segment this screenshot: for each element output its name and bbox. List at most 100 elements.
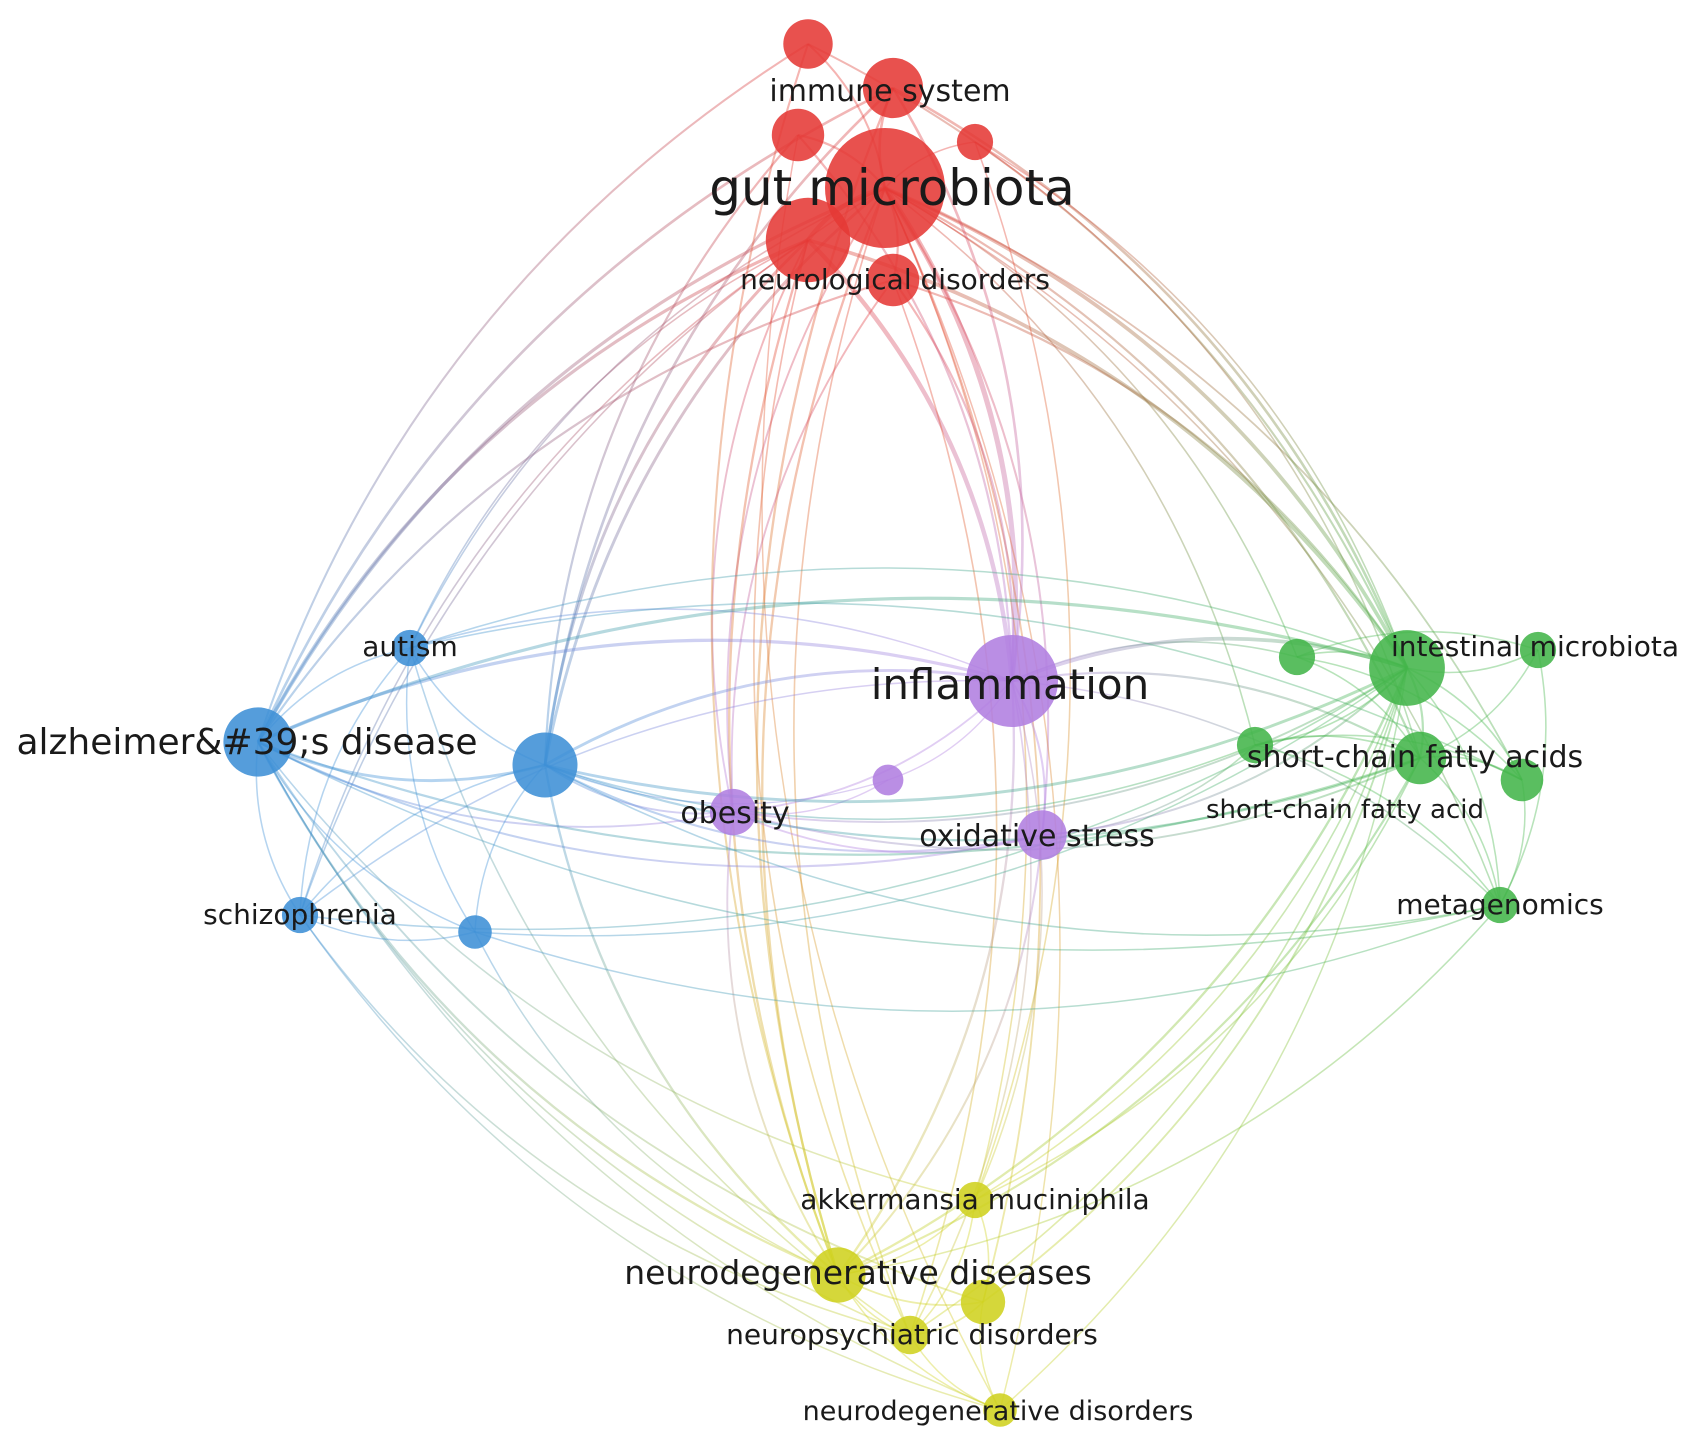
- edge-blue-hub-short-chain-fatty-acids: [544, 756, 1421, 842]
- node-neurodegenerative-diseases[interactable]: [810, 1247, 866, 1303]
- edge-oxidative-stress-short-chain-fatty-acid: [1041, 744, 1256, 836]
- label-short-chain-fatty-acid: short-chain fatty acid: [1206, 795, 1484, 825]
- node-blue-hub[interactable]: [512, 732, 578, 798]
- label-intestinal-microbiota: intestinal microbiota: [1391, 630, 1679, 663]
- node-short-chain-fatty-acid[interactable]: [1236, 726, 1274, 764]
- edge-inflammation-akkermansia-muciniphila: [974, 680, 1043, 1201]
- node-purple-small[interactable]: [872, 764, 904, 796]
- edge-gut-microbiota-neuropsychiatric-disorders: [793, 187, 911, 1336]
- edge-red-hub-2-neuropsychiatric-disorders: [753, 239, 911, 1336]
- node-red-small-2[interactable]: [771, 108, 825, 162]
- edge-autism-blue-small: [405, 647, 476, 933]
- edge-obesity-neurodegenerative-diseases: [726, 811, 839, 1276]
- edge-alzheimers-disease-neurodegenerative-disorders: [257, 741, 1001, 1411]
- edge-obesity-short-chain-fatty-acids: [732, 757, 1421, 851]
- edge-neurological-disorders-intestinal-microbiota: [892, 278, 1408, 669]
- node-obesity[interactable]: [709, 788, 757, 836]
- network-labels: gut microbiota immune system neurological …: [16, 74, 1679, 1427]
- edge-oxidative-stress-blue-hub: [544, 764, 1043, 853]
- node-yellow-small[interactable]: [960, 1279, 1006, 1325]
- node-blue-small[interactable]: [458, 915, 492, 949]
- label-autism: autism: [362, 630, 458, 663]
- node-green-small-1[interactable]: [1278, 638, 1316, 676]
- edge-gut-microbiota-green-small-1: [884, 187, 1298, 658]
- edge-red-small-1-alzheimers-disease: [257, 43, 809, 743]
- edge-red-small-3-intestinal-microbiota: [974, 141, 1408, 669]
- node-green-small-2[interactable]: [1519, 631, 1557, 669]
- edge-inflammation-short-chain-fatty-acids: [1011, 671, 1421, 759]
- edge-inflammation-neurodegenerative-diseases: [837, 680, 1015, 1276]
- label-metagenomics: metagenomics: [1396, 888, 1604, 921]
- node-green-small-3[interactable]: [1500, 758, 1544, 802]
- edge-intestinal-microbiota-neurodegenerative-diseases: [837, 667, 1409, 1277]
- edge-autism-schizophrenia: [299, 647, 411, 916]
- node-gut-microbiota[interactable]: [825, 128, 945, 248]
- node-red-small-3[interactable]: [956, 123, 994, 161]
- edge-blue-small-intestinal-microbiota: [474, 667, 1408, 937]
- edge-red-small-2-blue-hub: [543, 134, 799, 766]
- edge-alzheimers-disease-akkermansia-muciniphila: [257, 741, 976, 1201]
- label-inflammation: inflammation: [871, 660, 1150, 709]
- edge-autism-intestinal-microbiota: [409, 567, 1408, 669]
- node-metagenomics[interactable]: [1481, 886, 1519, 924]
- edge-gut-microbiota-intestinal-microbiota: [884, 186, 1409, 669]
- edge-blue-hub-metagenomics: [544, 764, 1501, 936]
- node-neurological-disorders[interactable]: [866, 253, 920, 307]
- edge-gut-microbiota-short-chain-fatty-acids: [884, 187, 1422, 759]
- network-nodes: [223, 19, 1557, 1427]
- edge-neurological-disorders-alzheimers-disease: [257, 278, 894, 743]
- edge-schizophrenia-neuropsychiatric-disorders: [299, 914, 911, 1336]
- edge-red-hub-2-autism: [409, 239, 809, 649]
- edge-inflammation-neuropsychiatric-disorders: [909, 680, 1032, 1336]
- edge-short-chain-fatty-acid-metagenomics: [1254, 744, 1501, 906]
- node-oxidative-stress[interactable]: [1017, 810, 1067, 860]
- node-alzheimers-disease[interactable]: [223, 707, 293, 777]
- edge-immune-system-intestinal-microbiota: [892, 86, 1409, 669]
- node-intestinal-microbiota[interactable]: [1369, 630, 1445, 706]
- label-neuropsychiatric-disorders: neuropsychiatric disorders: [726, 1318, 1098, 1351]
- edge-autism-neuropsychiatric-disorders: [409, 647, 911, 1336]
- node-neuropsychiatric-disorders[interactable]: [890, 1315, 930, 1355]
- edge-intestinal-microbiota-neurodegenerative-disorders: [999, 667, 1408, 1411]
- edge-blue-hub-short-chain-fatty-acid: [544, 744, 1256, 821]
- edge-blue-hub-schizophrenia: [299, 764, 546, 916]
- node-neurodegenerative-disorders[interactable]: [983, 1393, 1017, 1427]
- edge-red-hub-2-alzheimers-disease: [256, 238, 809, 743]
- edge-inflammation-schizophrenia: [299, 679, 1013, 916]
- node-schizophrenia[interactable]: [281, 896, 319, 934]
- node-red-small-1[interactable]: [783, 19, 833, 69]
- edge-blue-hub-intestinal-microbiota: [544, 666, 1408, 804]
- edge-blue-small-metagenomics: [474, 904, 1501, 1012]
- edge-red-small-3-akkermansia-muciniphila: [974, 141, 1071, 1201]
- label-obesity: obesity: [680, 796, 789, 831]
- label-akkermansia-muciniphila: akkermansia muciniphila: [800, 1183, 1149, 1216]
- edge-schizophrenia-blue-small: [299, 914, 476, 942]
- node-autism[interactable]: [391, 629, 429, 667]
- node-akkermansia-muciniphila[interactable]: [956, 1181, 994, 1219]
- edge-short-chain-fatty-acids-neurodegenerative-diseases: [837, 757, 1421, 1277]
- label-alzheimers-disease: alzheimer&#39;s disease: [16, 722, 477, 763]
- edge-inflammation-blue-hub: [544, 669, 1013, 767]
- edge-red-hub-2-obesity: [711, 239, 809, 813]
- node-immune-system[interactable]: [862, 57, 924, 119]
- edge-red-small-1-neurodegenerative-diseases: [710, 43, 839, 1276]
- edge-schizophrenia-neurodegenerative-disorders: [299, 914, 1001, 1411]
- label-oxidative-stress: oxidative stress: [919, 819, 1155, 854]
- node-red-hub-2[interactable]: [765, 197, 851, 283]
- edge-alzheimers-disease-blue-hub: [257, 740, 546, 783]
- label-short-chain-fatty-acids: short-chain fatty acids: [1247, 740, 1583, 775]
- edge-oxidative-stress-neurodegenerative-diseases: [837, 834, 1044, 1276]
- edge-green-small-3-short-chain-fatty-acid: [1254, 734, 1523, 781]
- node-short-chain-fatty-acids[interactable]: [1393, 731, 1447, 785]
- label-schizophrenia: schizophrenia: [203, 898, 397, 931]
- node-inflammation[interactable]: [966, 635, 1058, 727]
- edge-metagenomics-neurodegenerative-diseases: [837, 904, 1501, 1276]
- edge-yellow-small-intestinal-microbiota: [982, 667, 1408, 1303]
- label-neurodegenerative-disorders: neurodegenerative disorders: [803, 1396, 1194, 1427]
- label-gut-microbiota: gut microbiota: [709, 159, 1075, 217]
- label-immune-system: immune system: [769, 74, 1010, 109]
- label-neurological-disorders: neurological disorders: [740, 263, 1050, 296]
- edge-alzheimers-disease-intestinal-microbiota: [257, 596, 1408, 744]
- edge-short-chain-fatty-acids-akkermansia-muciniphila: [974, 757, 1421, 1201]
- edge-red-small-2-neurodegenerative-disorders: [761, 134, 1001, 1411]
